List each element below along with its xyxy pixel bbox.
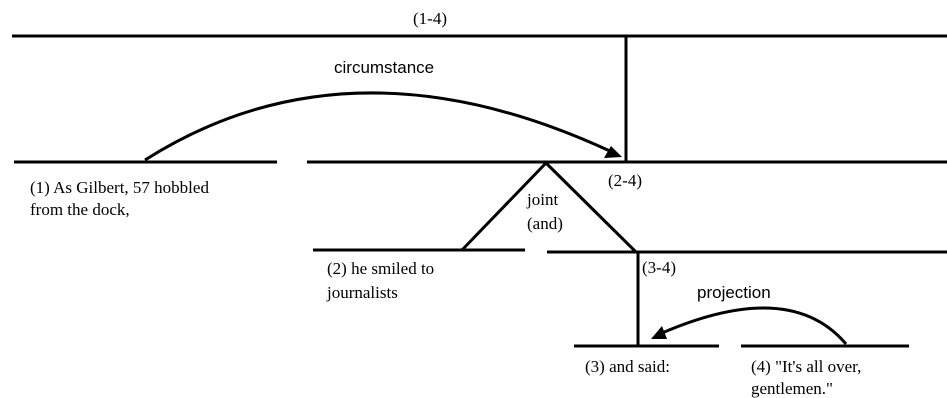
- joint-right-leg: [544, 161, 638, 254]
- segment-text-1: (1) As Gilbert, 57 hobbled from the dock…: [30, 178, 213, 219]
- circumstance-arc: [144, 91, 613, 162]
- relation-label-joint: joint: [526, 190, 558, 209]
- relation-label-projection: projection: [697, 283, 771, 302]
- segment-text-3: (3) and said:: [585, 357, 670, 376]
- segment-text-2-line-1: (2) he smiled to: [327, 259, 434, 278]
- circumstance-arrowhead: [604, 146, 622, 158]
- span-label-1-4: (1-4): [413, 9, 447, 28]
- segment-text-4: (4) "It's all over, gentlemen.": [751, 357, 866, 398]
- segment-text-2: (2) he smiled to journalists: [326, 259, 438, 302]
- joint-left-leg: [460, 161, 548, 252]
- segment-text-2-line-2: journalists: [326, 283, 398, 302]
- projection-arrowhead: [651, 326, 667, 339]
- projection-arc: [661, 306, 848, 345]
- span-label-2-4: (2-4): [608, 171, 642, 190]
- segment-text-1-line-1: (1) As Gilbert, 57 hobbled: [30, 178, 209, 197]
- segment-text-1-line-2: from the dock,: [30, 200, 130, 219]
- segment-text-4-line-1: (4) "It's all over,: [751, 357, 861, 376]
- segment-text-4-line-2: gentlemen.": [751, 379, 833, 398]
- relation-label-circumstance: circumstance: [334, 58, 434, 77]
- span-label-3-4: (3-4): [642, 258, 676, 277]
- relation-label-and: (and): [527, 214, 563, 233]
